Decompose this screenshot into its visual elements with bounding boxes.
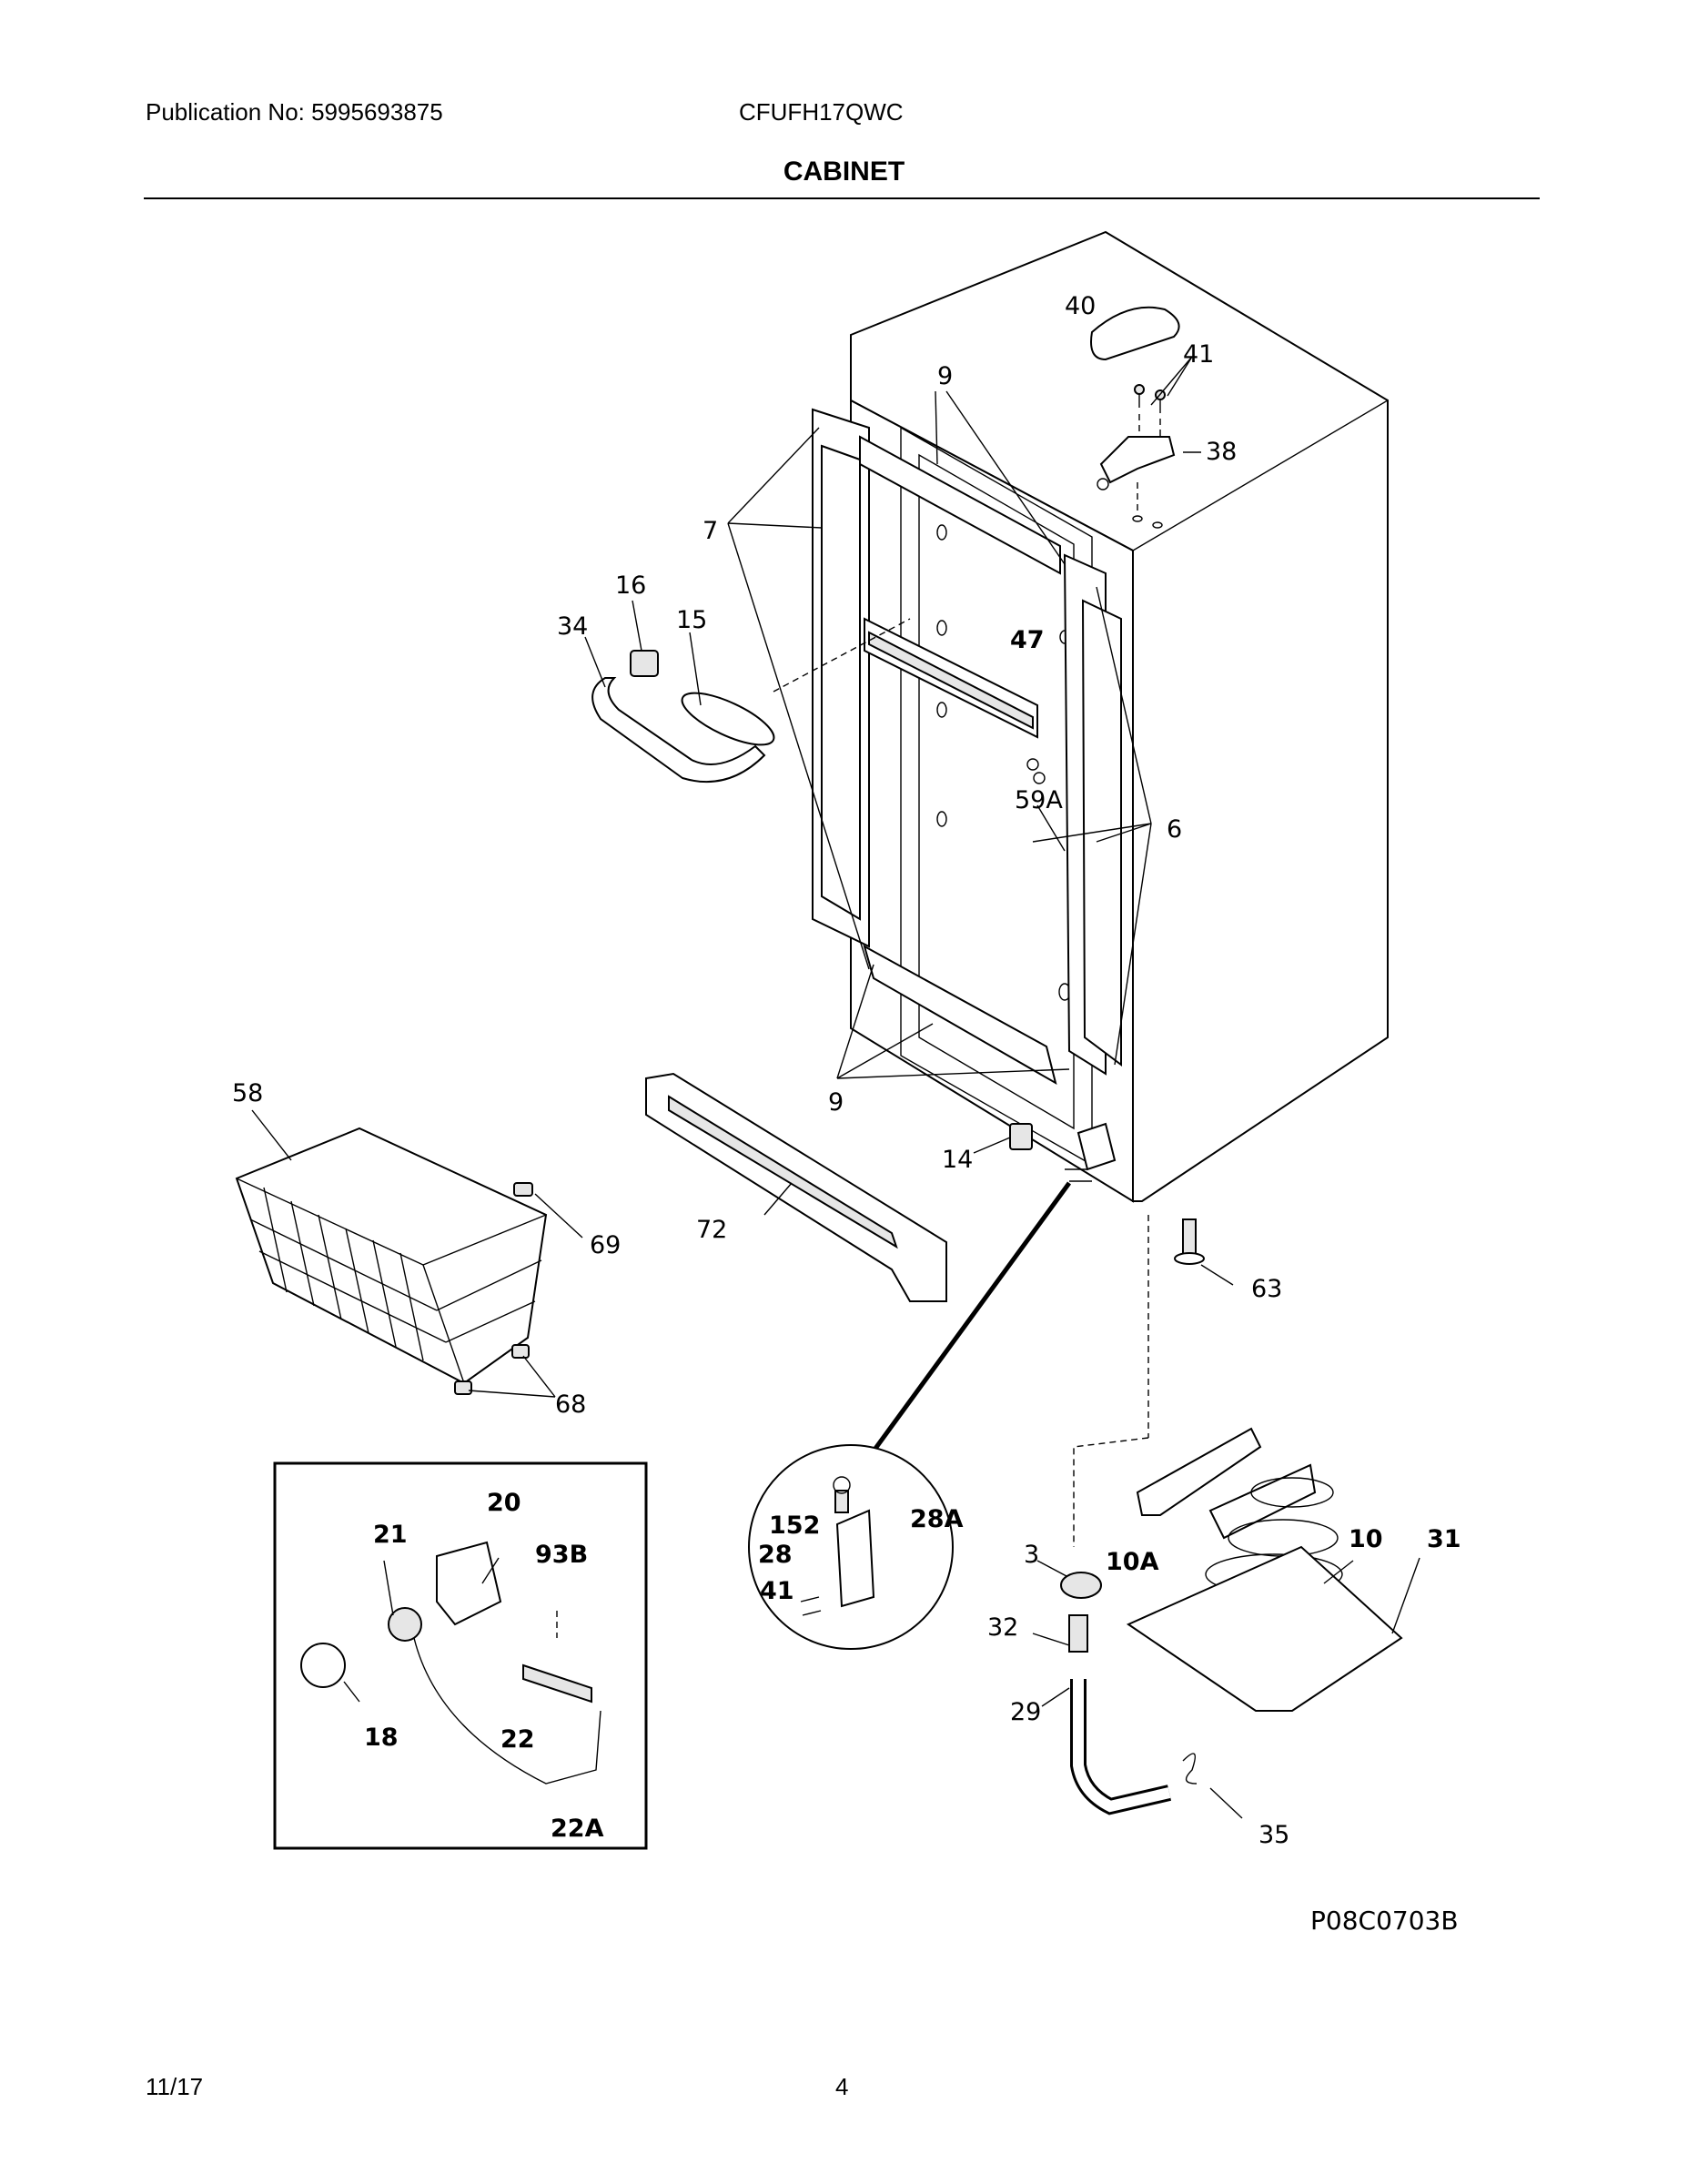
callout-72: 72 [696,1216,727,1244]
callout-63: 63 [1251,1275,1282,1303]
model-number: CFUFH17QWC [739,98,904,126]
drain-assembly [1060,1427,1403,1815]
lower-hinge-bracket [1076,1122,1117,1171]
callout-22: 22 [500,1725,535,1754]
header-rule [144,197,1540,199]
callout-41-detail: 41 [760,1577,794,1605]
callout-35: 35 [1258,1821,1289,1849]
callout-18: 18 [364,1724,399,1752]
callout-22a: 22A [551,1815,604,1843]
leader-to-hinge-detail [857,1181,1072,1471]
callout-7: 7 [702,517,718,545]
page-title: CABINET [783,157,905,187]
basket-support-68a [511,1344,530,1359]
callout-28a: 28A [910,1505,964,1533]
callout-10a: 10A [1106,1548,1159,1576]
thermostat-inset [273,1461,648,1850]
basket-support-69 [513,1182,533,1197]
callout-labels: 40 41 9 38 7 16 34 15 47 59A 6 58 9 14 6… [232,292,1461,1849]
callout-9-bottom: 9 [828,1088,844,1117]
page-number: 4 [835,2073,849,2100]
callout-21: 21 [373,1521,408,1549]
callout-10: 10 [1349,1525,1383,1553]
callout-6: 6 [1167,815,1182,844]
top-hinge [1090,306,1180,529]
callout-152: 152 [769,1512,820,1540]
switch-14 [1009,1123,1033,1150]
light-assembly [591,618,911,784]
callout-9-top: 9 [937,362,953,390]
basket-support-68b [454,1380,472,1395]
callout-28: 28 [758,1541,793,1569]
shelf-47 [864,617,1038,739]
callout-69: 69 [590,1231,621,1259]
wire-basket [235,1127,548,1385]
callout-41: 41 [1183,340,1214,369]
leader-lines [251,356,1420,1819]
callout-16: 16 [615,571,646,600]
callout-58: 58 [232,1079,263,1107]
figure-code: P08C0703B [1310,1906,1459,1936]
callout-14: 14 [942,1146,973,1174]
callout-29: 29 [1010,1698,1041,1726]
callout-59a: 59A [1015,786,1063,814]
hinge-detail-circle [748,1444,954,1650]
kickplate-72 [645,1072,947,1302]
callout-3: 3 [1024,1541,1039,1569]
callout-38: 38 [1206,438,1237,466]
callout-47: 47 [1010,626,1045,654]
publication-number: Publication No: 5995693875 [146,98,443,126]
callout-31: 31 [1427,1525,1461,1553]
callout-15: 15 [676,606,707,634]
publication-date: 11/17 [146,2073,204,2100]
callout-20: 20 [487,1489,521,1517]
callout-34: 34 [557,612,588,641]
breaker-strips [812,408,1122,1086]
callout-32: 32 [987,1613,1018,1642]
callout-40: 40 [1065,292,1096,320]
callout-68: 68 [555,1390,586,1419]
leveling-leg [1174,1218,1205,1265]
callout-93b: 93B [535,1541,588,1569]
